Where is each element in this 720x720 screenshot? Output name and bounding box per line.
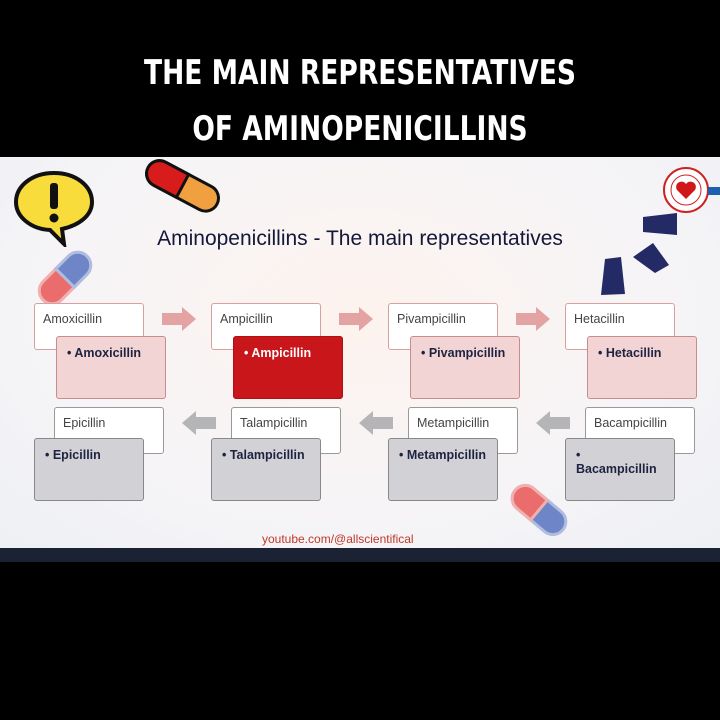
step-item-box: • Pivampicillin xyxy=(410,336,520,399)
arrow-left-icon xyxy=(536,411,570,435)
step-item-box: • Talampicillin xyxy=(211,438,321,501)
step-item-box: • Ampicillin xyxy=(233,336,343,399)
arrow-left-icon xyxy=(359,411,393,435)
slide-title: Aminopenicillins - The main representati… xyxy=(157,227,563,250)
arrow-right-icon xyxy=(516,307,550,331)
decorative-rays-icon xyxy=(601,213,677,295)
bottom-band xyxy=(0,548,720,562)
logo-seal-icon xyxy=(663,167,720,213)
step-item-box: • Epicillin xyxy=(34,438,144,501)
pill-capsule-icon xyxy=(510,483,568,537)
slide: Aminopenicillins - The main representati… xyxy=(0,157,720,548)
step-item-box: • Metampicillin xyxy=(388,438,498,501)
step-item-box: • Amoxicillin xyxy=(56,336,166,399)
arrow-right-icon xyxy=(339,307,373,331)
title-line-1: THE MAIN REPRESENTATIVES xyxy=(144,53,576,93)
step-item-box: • Hetacillin xyxy=(587,336,697,399)
arrow-left-icon xyxy=(182,411,216,435)
exclamation-bubble-icon xyxy=(13,170,95,247)
arrow-right-icon xyxy=(162,307,196,331)
video-title: THE MAIN REPRESENTATIVES OF AMINOPENICIL… xyxy=(0,0,720,157)
step-item-box: • Bacampicillin xyxy=(565,438,675,501)
title-line-2: OF AMINOPENICILLINS xyxy=(192,109,528,149)
pill-capsule-icon xyxy=(145,159,220,213)
footer-link[interactable]: youtube.com/@allscientifical xyxy=(262,532,414,546)
pill-capsule-icon xyxy=(37,250,93,306)
